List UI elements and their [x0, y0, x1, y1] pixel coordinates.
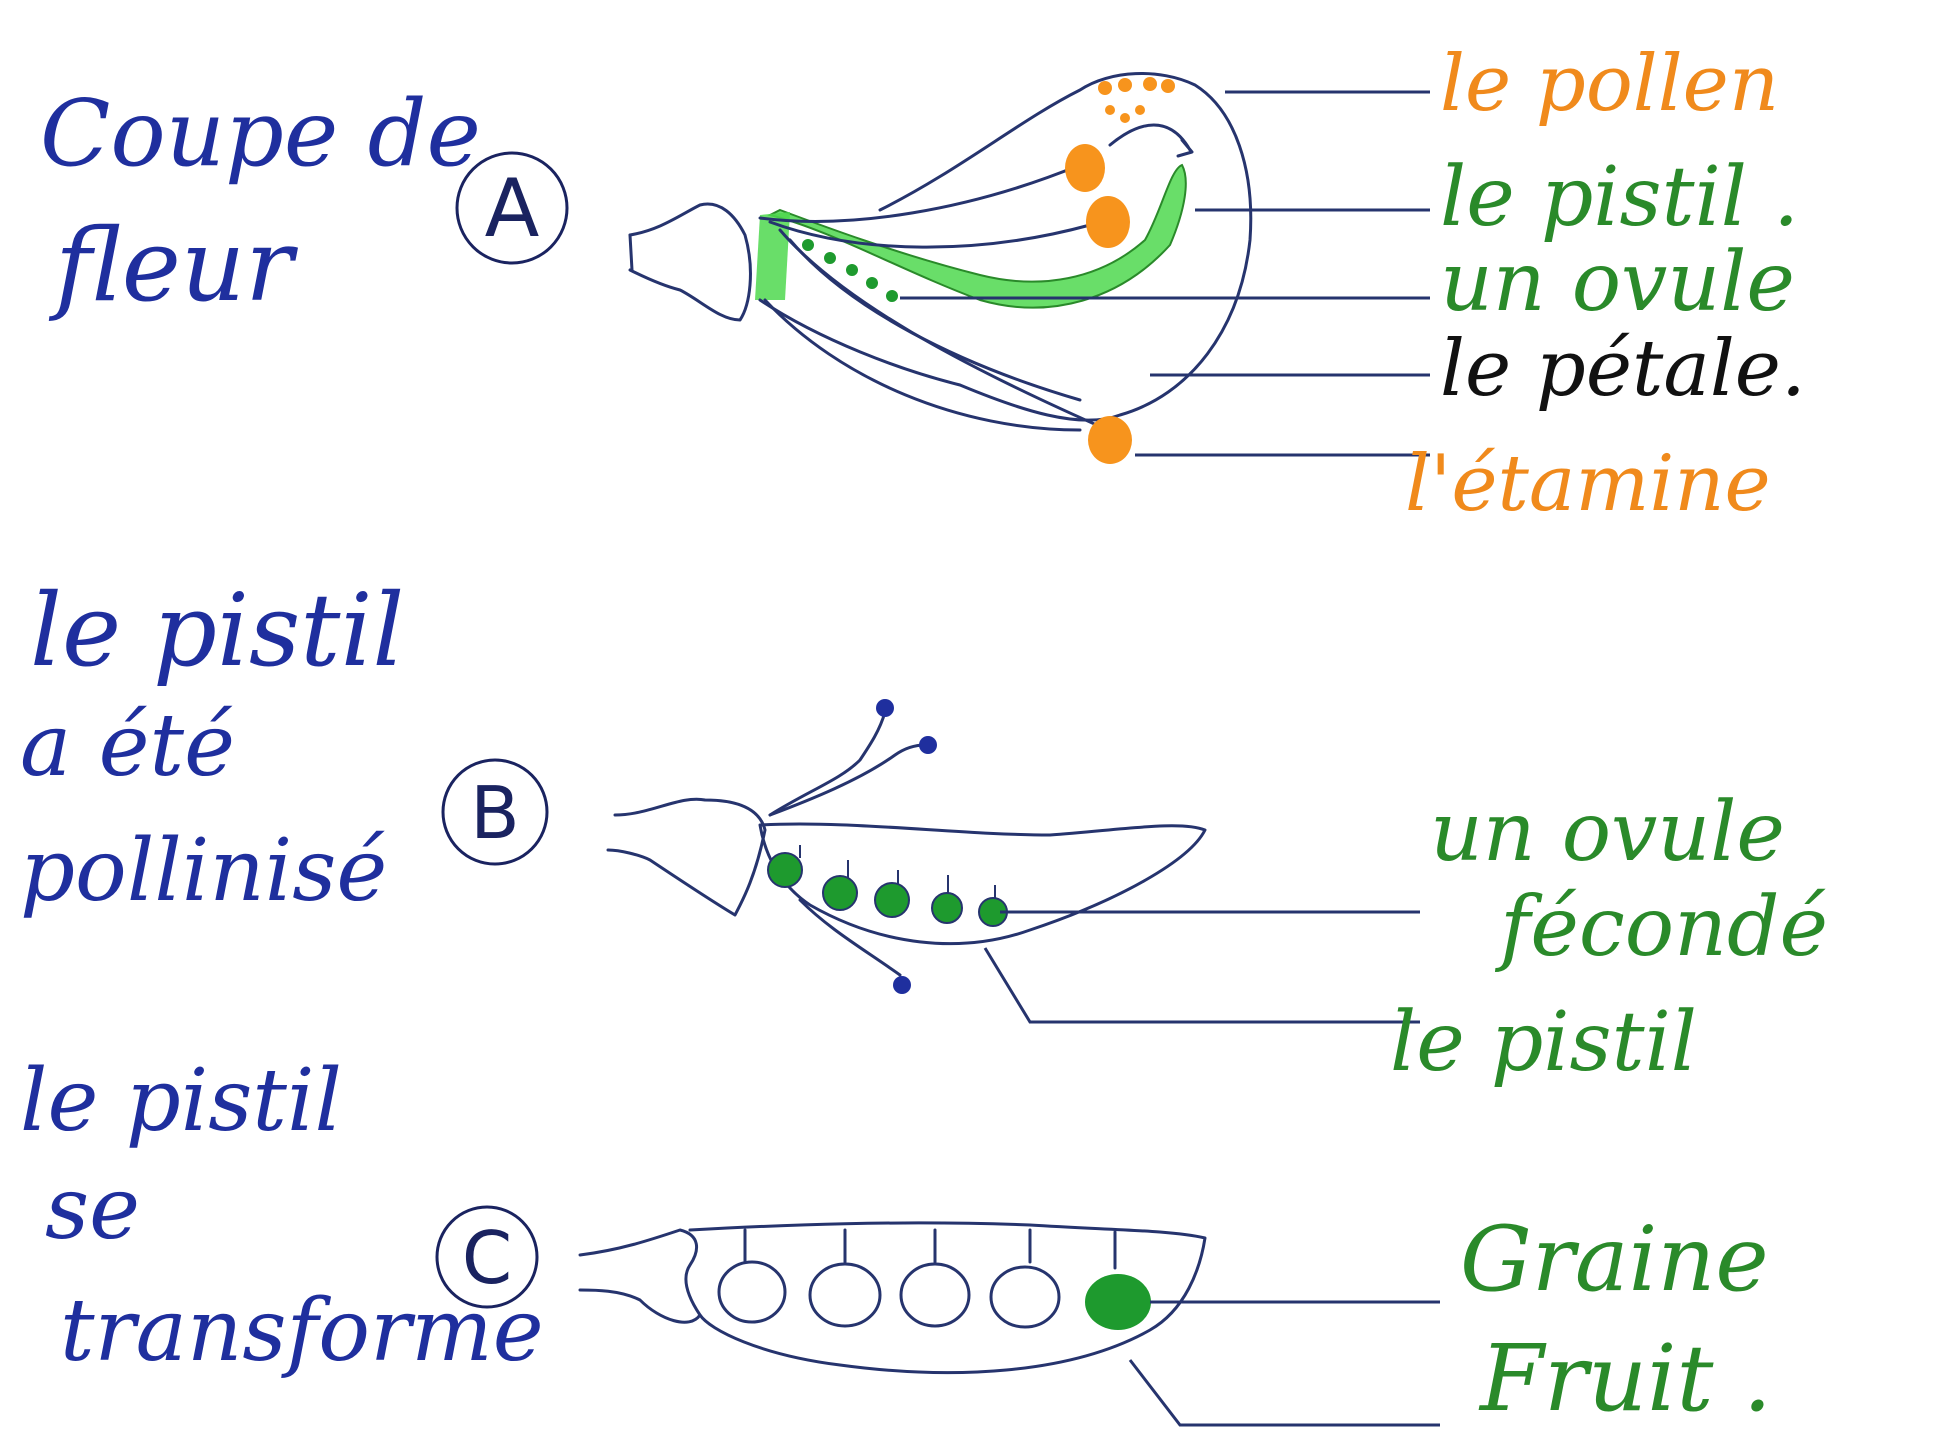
style-b-1 [768, 710, 887, 817]
stem-top [628, 233, 634, 272]
receptacle-c [578, 1228, 702, 1324]
panel-c-marker-circle [435, 1205, 539, 1309]
panel-b: le pistil a été pollinisé B [20, 572, 1828, 1090]
panel-a-caption-line1: Coupe de [40, 80, 481, 187]
panel-a-marker: A [455, 151, 569, 265]
fruit-drawing [578, 1221, 1207, 1375]
panel-a-marker-circle [455, 151, 569, 265]
panel-b-caption-line2: a été [20, 696, 235, 796]
label-ovule-a: un ovule [1440, 235, 1795, 330]
label-petale: le pétale. [1440, 324, 1806, 414]
petal-inner-line [763, 298, 1082, 432]
stigma-b-2 [919, 736, 937, 754]
flower-section-drawing [628, 72, 1253, 464]
ovule-a-1 [802, 239, 814, 251]
style-b-2 [768, 743, 927, 817]
label-ovule-b-line2: fécondé [1494, 880, 1828, 975]
label-etamine: l'étamine [1405, 439, 1771, 529]
label-ovule-b-line1: un ovule [1430, 785, 1785, 880]
leader-fruit [1128, 1359, 1440, 1427]
ovule-a-3 [846, 264, 858, 276]
label-fruit: Fruit . [1478, 1325, 1772, 1432]
fertilized-ovules [767, 845, 1008, 927]
panel-c-marker: C [435, 1205, 539, 1309]
fruit-outline [688, 1221, 1207, 1375]
panel-c-marker-letter: C [462, 1216, 512, 1300]
pollinated-pistil-drawing [606, 699, 1207, 994]
stamen-filament-4 [788, 238, 1082, 402]
label-pollen: le pollen [1440, 39, 1779, 129]
panel-a-leaders [900, 90, 1430, 457]
anther-3 [1088, 416, 1132, 464]
panel-c: le pistil se transforme C [20, 1051, 1772, 1432]
panel-c-caption-line2: se [45, 1159, 140, 1259]
panel-b-caption-line3: pollinisé [20, 821, 387, 921]
pollen-arrow [1108, 123, 1194, 158]
panel-a-marker-letter: A [485, 162, 540, 255]
petal-outline [758, 72, 1253, 422]
receptacle-outline [628, 202, 752, 322]
pistil-shape [767, 163, 1187, 309]
seed-row [717, 1228, 1117, 1329]
label-pistil-a: le pistil . [1440, 150, 1799, 245]
panel-c-caption-line3: transforme [60, 1281, 544, 1381]
stigma-b-1 [876, 699, 894, 717]
seed-graine [1085, 1274, 1151, 1330]
panel-c-caption-line1: le pistil [20, 1051, 342, 1151]
pistil-base [755, 212, 790, 300]
panel-b-marker: B [441, 758, 549, 866]
anther-1 [1065, 144, 1105, 192]
panel-a: Coupe de fleur A [40, 39, 1806, 529]
stigma-b-3 [893, 976, 911, 994]
panel-b-marker-circle [441, 758, 549, 866]
style-b-3 [798, 898, 902, 977]
stamen-filament-1 [758, 163, 1082, 223]
ovule-a-2 [824, 252, 836, 264]
ovule-a-5 [886, 290, 898, 302]
panel-b-leaders [983, 910, 1420, 1024]
stamen-filament-2 [768, 220, 1092, 249]
panel-c-leaders [1128, 1300, 1440, 1427]
receptacle-b [606, 797, 767, 917]
pollen-grains [1098, 77, 1175, 123]
pistil-b-outline [758, 822, 1207, 946]
leader-pistil-b [983, 947, 1420, 1024]
panel-b-marker-letter: B [470, 771, 519, 855]
anther-2 [1086, 196, 1130, 248]
panel-b-caption-line1: le pistil [30, 572, 404, 689]
label-pistil-b: le pistil [1390, 995, 1697, 1090]
ovule-a-4 [866, 277, 878, 289]
label-graine: Graine [1460, 1207, 1769, 1312]
panel-a-caption-line2: fleur [48, 207, 298, 324]
